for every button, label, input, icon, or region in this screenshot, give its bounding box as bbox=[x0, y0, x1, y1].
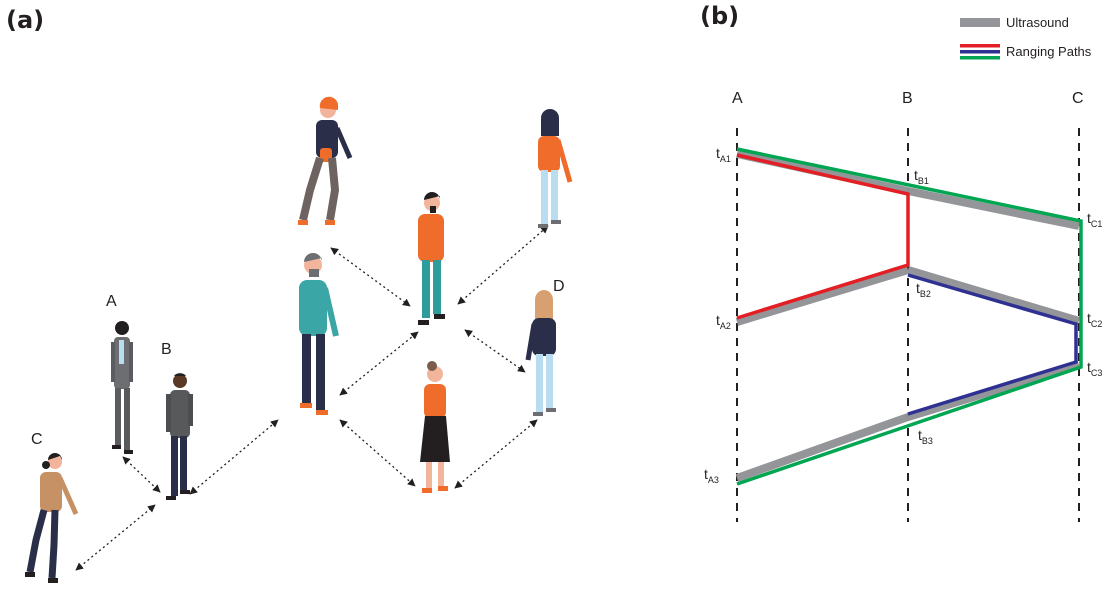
time-label-a2: tA2 bbox=[716, 312, 731, 331]
legend-label-ultrasound: Ultrasound bbox=[1006, 15, 1069, 30]
column-label-c: C bbox=[1072, 90, 1084, 107]
panel-a-label: (a) bbox=[6, 6, 44, 34]
legend-label-ranging-paths: Ranging Paths bbox=[1006, 44, 1092, 59]
arrow-c-junction bbox=[75, 504, 156, 571]
person-left-center-illustration bbox=[299, 253, 339, 415]
arrow-mid-right bbox=[464, 329, 526, 373]
arrow-bottom-right bbox=[454, 419, 538, 489]
legend-swatch-ultrasound bbox=[960, 18, 1000, 27]
arrow-b-junction bbox=[189, 419, 279, 495]
panel-b-label: (b) bbox=[700, 2, 739, 30]
time-label-a1: tA1 bbox=[716, 145, 731, 164]
legend: Ultrasound Ranging Paths bbox=[960, 15, 1092, 60]
ranging-path-green bbox=[736, 147, 1083, 486]
legend-swatch-blue bbox=[960, 50, 1000, 54]
panel-a: (a) A B C D bbox=[6, 6, 573, 583]
person-label-d: D bbox=[553, 278, 565, 295]
time-label-b2: tB2 bbox=[916, 280, 931, 299]
legend-swatch-green bbox=[960, 56, 1000, 60]
arrow-bottom-left bbox=[339, 419, 416, 487]
time-label-a3: tA3 bbox=[704, 466, 719, 485]
ultrasound-c3-b3 bbox=[906, 361, 1081, 421]
person-a-illustration bbox=[111, 321, 133, 454]
person-label-a: A bbox=[106, 293, 117, 310]
time-label-c1: tC1 bbox=[1087, 210, 1102, 229]
ultrasound-b3-a3 bbox=[735, 413, 910, 482]
ultrasound-paths bbox=[735, 150, 1081, 482]
person-top-left-illustration bbox=[298, 96, 353, 225]
person-label-c: C bbox=[31, 431, 43, 448]
person-b-illustration bbox=[166, 373, 193, 500]
arrow-mid-left bbox=[339, 331, 419, 396]
ultrasound-b2-c2 bbox=[906, 266, 1081, 325]
ranging-arrows bbox=[75, 225, 549, 571]
ultrasound-b1-c1 bbox=[907, 187, 1080, 230]
time-label-b3: tB3 bbox=[918, 427, 933, 446]
time-label-c3: tC3 bbox=[1087, 359, 1102, 378]
ranging-path-red bbox=[736, 153, 910, 320]
ranging-path-blue bbox=[907, 273, 1078, 416]
column-label-a: A bbox=[732, 90, 743, 107]
person-bottom-center-illustration bbox=[420, 361, 450, 493]
arrow-top-left bbox=[330, 247, 411, 307]
person-center-illustration bbox=[418, 192, 445, 325]
person-d-illustration bbox=[525, 290, 556, 416]
person-top-right-illustration bbox=[538, 109, 573, 228]
column-label-b: B bbox=[902, 90, 913, 107]
time-label-b1: tB1 bbox=[914, 167, 929, 186]
arrow-top-right bbox=[457, 225, 549, 305]
arrow-a-junction bbox=[122, 456, 161, 493]
legend-swatch-red bbox=[960, 44, 1000, 48]
person-c-illustration bbox=[25, 453, 79, 583]
ultrasound-a2-b2 bbox=[735, 266, 910, 326]
person-label-b: B bbox=[161, 341, 172, 358]
panel-b: (b) Ultrasound Ranging Paths A B C bbox=[700, 2, 1102, 522]
time-labels: tA1 tB1 tC1 tA2 tB2 tC2 tC3 tB3 tA3 bbox=[704, 145, 1102, 485]
time-label-c2: tC2 bbox=[1087, 310, 1102, 329]
